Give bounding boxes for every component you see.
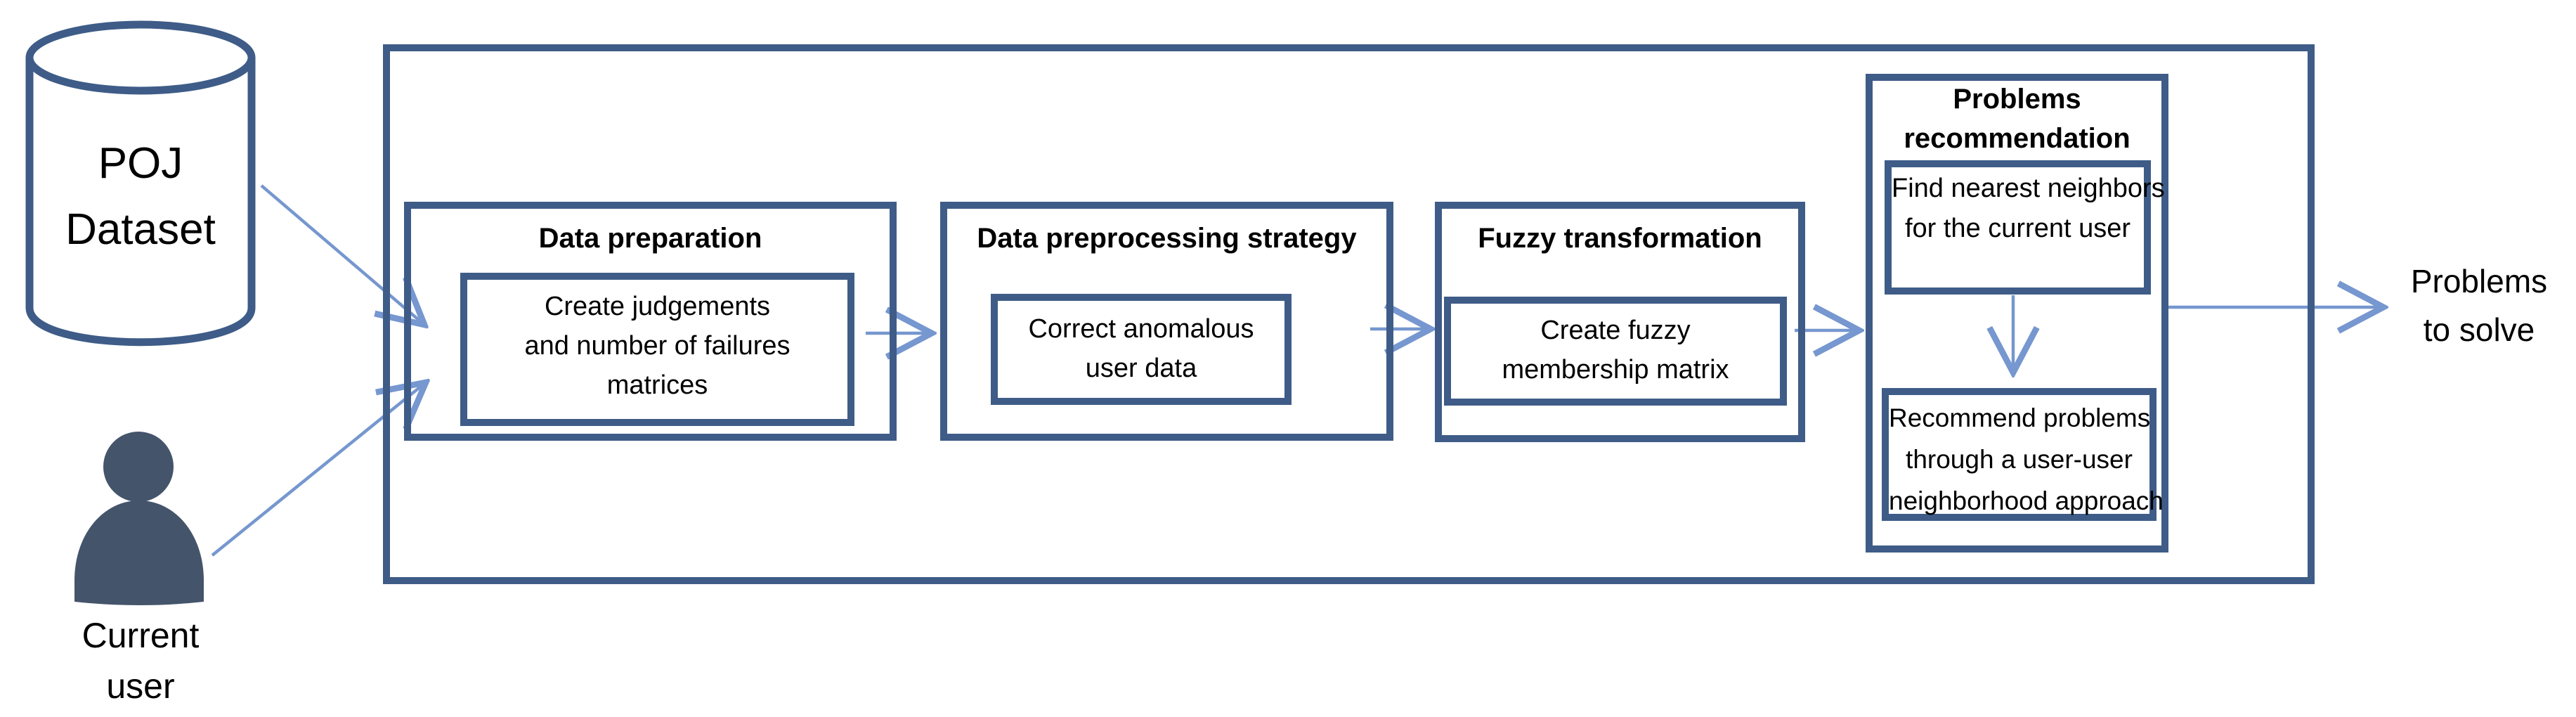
stage-fuzzy-transformation: Fuzzy transformation Create fuzzy member… xyxy=(1435,202,1805,442)
stage-title-problems-recommendation: Problems recommendation xyxy=(1904,84,2131,154)
pipeline-container: Data preparation Create judgements and n… xyxy=(383,44,2315,584)
step-recommend-problems-label: Recommend problems through a user-user n… xyxy=(1889,403,2164,515)
stage-title-fuzzy-transformation: Fuzzy transformation xyxy=(1478,223,1762,254)
arrow-user-to-preparation xyxy=(211,382,426,557)
person-icon xyxy=(74,432,204,605)
step-find-neighbors-label: Find nearest neighbors for the current u… xyxy=(1892,174,2165,243)
problems-to-solve-label: Problems to solve xyxy=(2410,263,2548,348)
stage-problems-recommendation: Problems recommendation Find nearest nei… xyxy=(1866,74,2168,553)
step-create-matrices-box: Create judgements and number of failures… xyxy=(460,273,854,426)
step-create-matrices-label: Create judgements and number of failures… xyxy=(524,292,791,400)
step-recommend-problems-box: Recommend problems through a user-user n… xyxy=(1882,388,2164,521)
poj-dataset-label: POJ Dataset xyxy=(65,139,216,254)
stage-data-preprocessing: Data preprocessing strategy Correct anom… xyxy=(940,202,1393,441)
stage-title-data-preparation: Data preparation xyxy=(538,223,762,254)
step-fuzzy-matrix-label: Create fuzzy membership matrix xyxy=(1502,316,1729,385)
stage-data-preparation: Data preparation Create judgements and n… xyxy=(404,202,897,441)
stage-title-data-preprocessing: Data preprocessing strategy xyxy=(977,223,1357,254)
step-find-neighbors-box: Find nearest neighbors for the current u… xyxy=(1885,160,2165,295)
database-cylinder-icon xyxy=(25,20,256,347)
step-correct-anomalous-box: Correct anomalous user data xyxy=(991,294,1292,405)
current-user-label: Current user xyxy=(82,616,200,706)
arrow-dataset-to-preparation xyxy=(260,184,424,325)
step-fuzzy-matrix-box: Create fuzzy membership matrix xyxy=(1444,297,1787,406)
step-correct-anomalous-label: Correct anomalous user data xyxy=(1028,314,1254,383)
